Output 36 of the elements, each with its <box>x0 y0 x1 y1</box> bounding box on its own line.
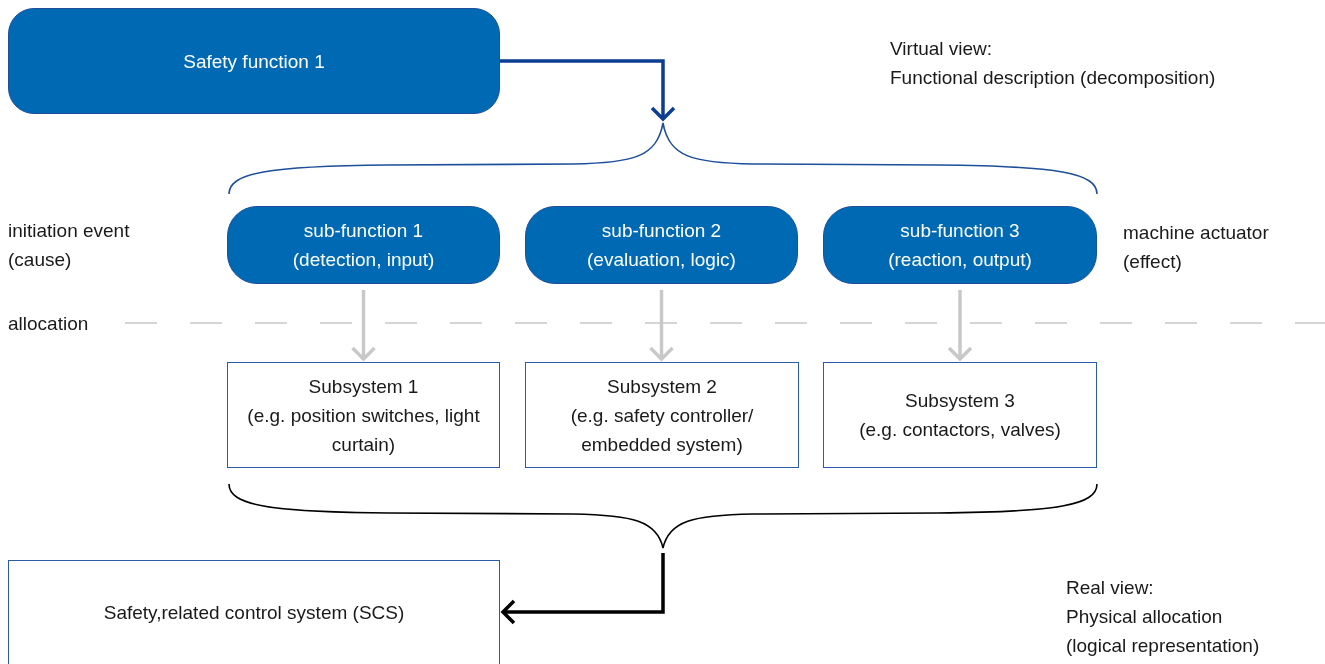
connector-arrow <box>500 59 676 121</box>
rounded-process-box <box>8 8 500 114</box>
rounded-process-box <box>525 206 798 284</box>
side-note: machine actuator (effect) <box>1123 221 1270 274</box>
connector-arrow <box>648 290 675 361</box>
curly-brace <box>228 122 1098 195</box>
connector-arrow <box>350 290 377 361</box>
outlined-box <box>823 362 1097 468</box>
outlined-box <box>8 560 500 664</box>
box-description: (e.g. safety controller/ embedded system) <box>569 403 755 457</box>
box-title: sub-function 2 <box>601 219 722 243</box>
outlined-box <box>525 362 799 468</box>
box-title: Subsystem 2 <box>607 374 717 399</box>
rounded-process-box <box>823 206 1097 284</box>
view-description: Functional description (decomposition) <box>890 66 1217 90</box>
box-description: (detection, input) <box>292 248 435 272</box>
box-description: (reaction, output) <box>888 248 1032 272</box>
rounded-process-box <box>227 206 500 284</box>
box-description: (e.g. contactors, valves) <box>859 418 1061 442</box>
box-title: sub-function 1 <box>303 219 424 243</box>
outlined-box <box>227 362 500 468</box>
divider-label: allocation <box>8 312 90 336</box>
box-label: Safety,related control system (SCS) <box>103 601 405 625</box>
box-description: (e.g. position switches, light curtain) <box>246 403 481 457</box>
view-heading: Real view: <box>1066 576 1155 600</box>
connector-arrow <box>501 553 665 625</box>
box-title: sub-function 3 <box>900 219 1020 243</box>
box-description: (evaluation, logic) <box>587 248 736 272</box>
box-title: Subsystem 1 <box>308 374 419 399</box>
view-description: Physical allocation (logical representation) <box>1066 605 1261 658</box>
box-title: Subsystem 3 <box>905 389 1015 413</box>
connector-arrow <box>947 290 973 361</box>
curly-brace <box>228 483 1098 549</box>
box-label: Safety function 1 <box>183 49 325 74</box>
side-note: initiation event (cause) <box>8 219 131 272</box>
view-heading: Virtual view: <box>890 37 994 61</box>
